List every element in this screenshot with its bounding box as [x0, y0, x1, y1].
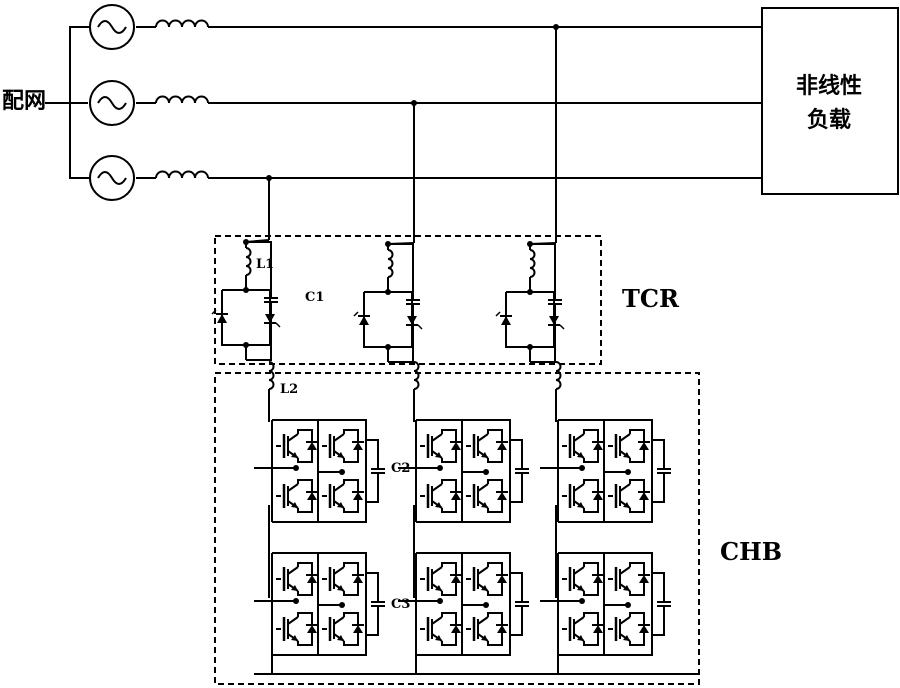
igbt-icon — [322, 429, 364, 463]
junction-dot — [411, 100, 417, 106]
junction-dot — [243, 342, 249, 348]
igbt-icon — [562, 612, 604, 646]
junction-dot — [625, 602, 631, 608]
load-label-line2: 负载 — [806, 108, 851, 133]
tcr-dashed-frame — [214, 235, 602, 365]
junction-dot — [579, 465, 585, 471]
capacitor-icon — [515, 601, 529, 607]
igbt-icon — [322, 479, 364, 513]
igbt-icon — [420, 562, 462, 596]
inductor-icon — [155, 95, 209, 104]
thyristor-icon — [548, 316, 565, 330]
capacitor-icon — [515, 468, 529, 474]
chb-label: CHB — [720, 537, 783, 566]
junction-dot — [437, 465, 443, 471]
hb-cell-2-1 — [254, 552, 385, 656]
junction-dot — [483, 602, 489, 608]
hb-cell-1-2 — [398, 419, 529, 523]
l2-label: L2 — [280, 382, 299, 397]
tcr-branch-b — [353, 241, 423, 363]
thyristor-icon — [495, 311, 512, 325]
igbt-icon — [322, 562, 364, 596]
junction-dot — [266, 175, 272, 181]
tcr-branch-a — [211, 239, 281, 361]
capacitor-icon — [657, 468, 671, 474]
junction-dot — [483, 469, 489, 475]
c2-label: C2 — [391, 461, 411, 476]
ac-source-icon — [89, 155, 135, 201]
inductor-icon — [155, 19, 209, 28]
junction-dot — [625, 469, 631, 475]
igbt-icon — [466, 429, 508, 463]
igbt-icon — [608, 562, 650, 596]
hb-cell-2-3 — [540, 552, 671, 656]
igbt-icon — [420, 479, 462, 513]
tcr-block — [211, 235, 602, 365]
igbt-icon — [276, 429, 318, 463]
igbt-icon — [420, 612, 462, 646]
junction-dot — [579, 598, 585, 604]
junction-dot — [293, 465, 299, 471]
capacitor-icon — [371, 601, 385, 607]
junction-dot — [293, 598, 299, 604]
thyristor-icon — [264, 314, 281, 328]
inductor-icon — [387, 249, 394, 278]
junction-dot — [385, 344, 391, 350]
capacitor-icon — [371, 468, 385, 474]
ac-source-icon — [89, 80, 135, 126]
igbt-icon — [608, 429, 650, 463]
chb-dashed-frame — [214, 372, 700, 685]
junction-dot — [437, 598, 443, 604]
load-label-line1: 非线性 — [795, 74, 862, 99]
l1-label: L1 — [256, 257, 275, 272]
ac-sources — [89, 4, 209, 201]
capacitor-icon — [657, 601, 671, 607]
igbt-icon — [466, 612, 508, 646]
junction-dot — [527, 344, 533, 350]
igbt-icon — [562, 429, 604, 463]
igbt-icon — [466, 479, 508, 513]
junction-dot — [553, 24, 559, 30]
hb-cell-2-2 — [398, 552, 529, 656]
hb-cell-1-3 — [540, 419, 671, 523]
inductor-icon — [245, 247, 252, 276]
thyristor-icon — [211, 309, 228, 323]
igbt-icon — [466, 562, 508, 596]
hb-cell-1-1 — [254, 419, 385, 523]
grid-label: 配网 — [2, 89, 47, 114]
c1-label: C1 — [305, 290, 325, 305]
c3-label: C3 — [391, 597, 411, 612]
thyristor-icon — [406, 316, 423, 330]
inductor-icon — [555, 361, 562, 390]
tcr-branch-c — [495, 241, 565, 363]
grid-wires — [45, 24, 762, 243]
igbt-icon — [608, 612, 650, 646]
igbt-icon — [276, 612, 318, 646]
inductor-icon — [268, 361, 275, 390]
igbt-icon — [562, 562, 604, 596]
inductor-icon — [413, 361, 420, 390]
ac-source-icon — [89, 4, 135, 50]
nonlinear-load-box — [761, 7, 899, 195]
igbt-icon — [420, 429, 462, 463]
igbt-icon — [562, 479, 604, 513]
igbt-icon — [608, 479, 650, 513]
igbt-icon — [276, 479, 318, 513]
tcr-label: TCR — [622, 284, 679, 313]
chb-block — [214, 361, 700, 685]
thyristor-icon — [353, 311, 370, 325]
igbt-icon — [322, 612, 364, 646]
junction-dot — [339, 602, 345, 608]
igbt-icon — [276, 562, 318, 596]
junction-dot — [339, 469, 345, 475]
inductor-icon — [529, 249, 536, 278]
inductor-icon — [155, 170, 209, 179]
